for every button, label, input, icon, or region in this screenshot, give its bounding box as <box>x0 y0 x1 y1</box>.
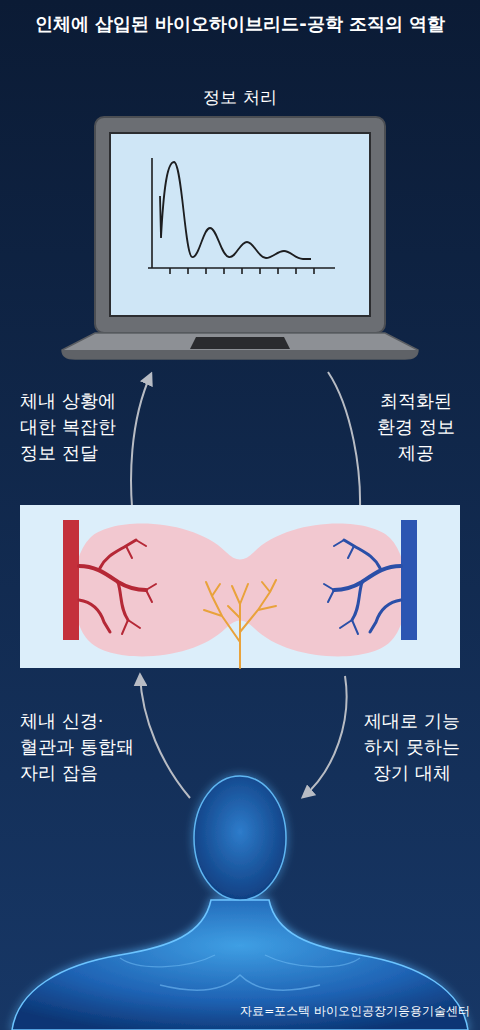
label-wrap: 자료=포스텍 바이오인공장기응용기술센터 <box>170 1004 470 1020</box>
laptop-base-edge <box>62 350 418 359</box>
flow-label: 체내 상황에 대한 복잡한 정보 전달 <box>20 388 126 466</box>
vein-branches <box>324 540 401 634</box>
nerve-branch <box>239 604 241 668</box>
vein-branch <box>352 582 362 620</box>
chest-line <box>160 975 320 990</box>
artery-branches <box>79 540 156 634</box>
collarbone-line <box>120 955 360 967</box>
vein-branch <box>340 620 358 634</box>
flow-label: 제대로 기능 하지 못하는 장기 대체 <box>360 708 464 786</box>
artery-branch <box>146 584 156 602</box>
laptop-trackpad <box>190 337 290 349</box>
node-heading: 정보 처리 <box>58 86 422 108</box>
laptop-screen <box>110 133 370 316</box>
vein-branch <box>370 600 401 632</box>
artery-branch <box>79 566 146 590</box>
flow-arrow <box>303 676 347 797</box>
label-wrap: 체내 신경· 혈관과 통합돼 자리 잡음 <box>20 708 136 786</box>
vein-branch <box>324 584 334 602</box>
label-wrap: 체내 상황에 대한 복잡한 정보 전달 <box>20 388 126 466</box>
artery-branch <box>126 540 146 558</box>
laptop-lid <box>95 117 385 333</box>
title-wrap: 인체에 삽입된 바이오하이브리드-공학 조직의 역할 <box>0 12 480 36</box>
artery-branch <box>79 600 110 632</box>
diagram-title: 인체에 삽입된 바이오하이브리드-공학 조직의 역할 <box>0 12 480 36</box>
label-wrap: 제대로 기능 하지 못하는 장기 대체 <box>360 708 464 786</box>
artery-branch <box>118 582 128 620</box>
source-note: 자료=포스텍 바이오인공장기응용기술센터 <box>170 1004 470 1020</box>
signal-curve <box>160 162 311 259</box>
artery-branch <box>122 620 140 634</box>
human-head <box>194 776 286 900</box>
vein-branch <box>334 566 401 590</box>
laptop-base <box>62 333 418 359</box>
nerve-branch <box>228 584 248 618</box>
laptop-node: 정보 처리 <box>58 86 422 361</box>
artery-bar <box>63 520 79 640</box>
nerve-branch <box>240 580 276 632</box>
flow-arrow <box>328 372 360 526</box>
vein-bar <box>401 520 417 640</box>
flow-arrow <box>131 374 151 527</box>
chart-axes <box>148 158 335 274</box>
human-figure <box>12 776 468 1030</box>
vein-branch <box>334 540 354 558</box>
flow-arrow <box>140 675 190 798</box>
label-wrap: 최적화된 환경 정보 제공 <box>368 388 464 466</box>
flow-label: 체내 신경· 혈관과 통합돼 자리 잡음 <box>20 708 136 786</box>
tissue-panel <box>20 505 460 668</box>
nerve-tree <box>204 580 276 668</box>
flow-label: 최적화된 환경 정보 제공 <box>368 388 464 466</box>
